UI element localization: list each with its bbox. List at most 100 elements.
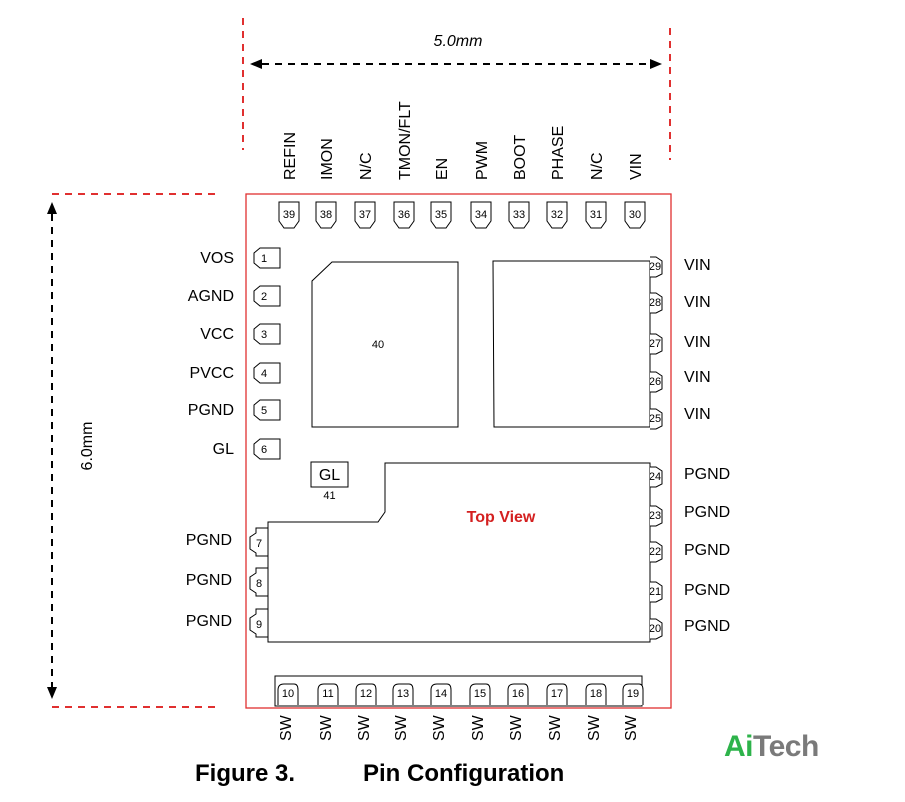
top-pin-name: PHASE xyxy=(550,126,567,180)
bottom-pin-name: SW xyxy=(278,714,295,741)
right-pin-name: PGND xyxy=(684,582,730,599)
height-dimension-label: 6.0mm xyxy=(79,422,96,471)
top-pin-name: IMON xyxy=(319,138,336,180)
left-pin-number: 5 xyxy=(261,405,267,417)
top-view-label: Top View xyxy=(467,509,536,526)
left-pin-name: PGND xyxy=(186,572,232,589)
left-pin-number: 3 xyxy=(261,329,267,341)
left-pin-number: 9 xyxy=(256,619,262,631)
right-pin-number: 22 xyxy=(649,546,661,558)
top-pin-number: 37 xyxy=(359,209,371,221)
top-pin-number: 36 xyxy=(398,209,410,221)
bottom-pin-name: SW xyxy=(431,714,448,741)
bottom-pin-name: SW xyxy=(547,714,564,741)
left-pin-number: 2 xyxy=(261,291,267,303)
left-pin-9: 9 PGND xyxy=(186,608,268,638)
left-pins: 1VOS2AGND3VCC4PVCC5PGND6GL7PGND8PGND9PGN… xyxy=(186,247,281,638)
top-pin-name: PWM xyxy=(474,141,491,180)
pgnd-exposed-pad xyxy=(267,462,651,643)
logo-part-tech: Tech xyxy=(753,730,819,763)
bottom-pin-number: 18 xyxy=(590,688,602,700)
right-pin-21: 21 PGND xyxy=(649,581,730,603)
right-pin-number: 25 xyxy=(649,413,661,425)
top-pin-32: 32 PHASE xyxy=(546,126,568,229)
right-pin-29: 29 VIN xyxy=(649,256,711,278)
right-pin-name: PGND xyxy=(684,504,730,521)
aitech-logo: AiTech xyxy=(724,730,819,764)
right-pin-number: 28 xyxy=(649,297,661,309)
left-pin-name: GL xyxy=(213,441,234,458)
left-pin-name: VOS xyxy=(200,250,234,267)
right-pin-number: 23 xyxy=(649,510,661,522)
bottom-pin-number: 17 xyxy=(551,688,563,700)
bottom-pin-number: 12 xyxy=(360,688,372,700)
bottom-pin-number: 15 xyxy=(474,688,486,700)
top-pin-number: 32 xyxy=(551,209,563,221)
right-pin-28: 28 VIN xyxy=(649,292,711,314)
left-pin-6: 6GL xyxy=(213,438,281,460)
figure-title: Pin Configuration xyxy=(363,760,565,787)
top-pin-30: 30 VIN xyxy=(624,153,646,229)
figure-caption: Figure 3.Pin Configuration xyxy=(195,760,564,788)
bottom-pin-name: SW xyxy=(623,714,640,741)
right-pin-25: 25 VIN xyxy=(649,406,711,430)
right-pin-name: VIN xyxy=(684,406,711,423)
vin-exposed-pad xyxy=(492,260,651,428)
gl-pad-label: GL xyxy=(319,467,340,484)
left-pin-name: PGND xyxy=(186,613,232,630)
bottom-pin-number: 11 xyxy=(322,688,333,700)
top-pin-37: 37N/C xyxy=(354,152,376,229)
top-pin-number: 30 xyxy=(629,209,641,221)
bottom-pin-name: SW xyxy=(318,714,335,741)
top-pin-name: VIN xyxy=(628,153,645,180)
width-dimension: 5.0mm xyxy=(242,18,671,160)
bottom-pin-name: SW xyxy=(393,714,410,741)
left-pin-name: PVCC xyxy=(190,365,234,382)
right-pin-number: 21 xyxy=(649,586,661,598)
top-pin-31: 31N/C xyxy=(585,152,607,229)
right-pin-number: 26 xyxy=(649,376,661,388)
top-pin-number: 34 xyxy=(475,209,487,221)
top-pin-name: BOOT xyxy=(512,134,529,180)
exposed-pad-40-number: 40 xyxy=(372,339,384,351)
right-pin-23: 23 PGND xyxy=(649,504,730,527)
top-pin-36: 36 TMON/FLT xyxy=(393,101,415,229)
bottom-pin-name: SW xyxy=(356,714,373,741)
top-pin-name: TMON/FLT xyxy=(397,101,414,180)
top-pin-name: REFIN xyxy=(282,132,299,180)
right-pin-name: PGND xyxy=(684,466,730,483)
height-dimension: 6.0mm xyxy=(47,193,218,708)
gl-pad-41: GL 41 xyxy=(310,461,349,502)
right-pin-name: VIN xyxy=(684,334,711,351)
right-pin-name: VIN xyxy=(684,257,711,274)
bottom-pin-name: SW xyxy=(470,714,487,741)
bottom-pin-number: 13 xyxy=(397,688,409,700)
gl-pad-number: 41 xyxy=(323,490,335,502)
width-dimension-label: 5.0mm xyxy=(434,33,483,50)
right-pin-number: 29 xyxy=(649,261,661,273)
right-pin-name: VIN xyxy=(684,294,711,311)
bottom-pin-number: 16 xyxy=(512,688,524,700)
right-pin-name: VIN xyxy=(684,369,711,386)
